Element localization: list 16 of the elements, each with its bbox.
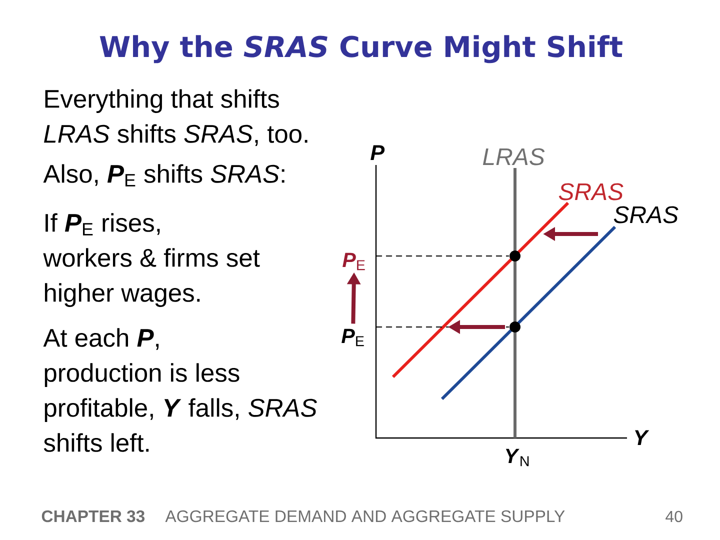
axis-label: Y [635,430,650,445]
curve-label: SRAS [614,206,678,224]
body-text: At each P, production is less profitable, Y falls, SRAS shifts left. [43,328,317,452]
body-text: Also, P$_{E}$ shifts SRAS: [43,164,284,186]
curve-label: LRAS [482,148,545,166]
price-label: P$_{E}$ [342,328,364,346]
footer-text: CHAPTER 33 [42,510,145,522]
title: Why the SRAS Curve Might Shift [100,35,622,64]
axis-label: P [370,145,385,160]
footer-text: AGGREGATE DEMAND AND AGGREGATE SUPPLY [165,510,565,522]
curve-label: SRAS [558,183,624,200]
tick-label: Y$_{N}$ [506,448,529,466]
body-text: If P$_{E}$ rises, workers & firms set higher wages. [43,213,260,307]
body-text: Everything that shifts LRAS shifts SRAS, too. [44,89,308,146]
price-label: P$_{E}$ [342,252,365,270]
page-number: 40 [666,510,682,522]
